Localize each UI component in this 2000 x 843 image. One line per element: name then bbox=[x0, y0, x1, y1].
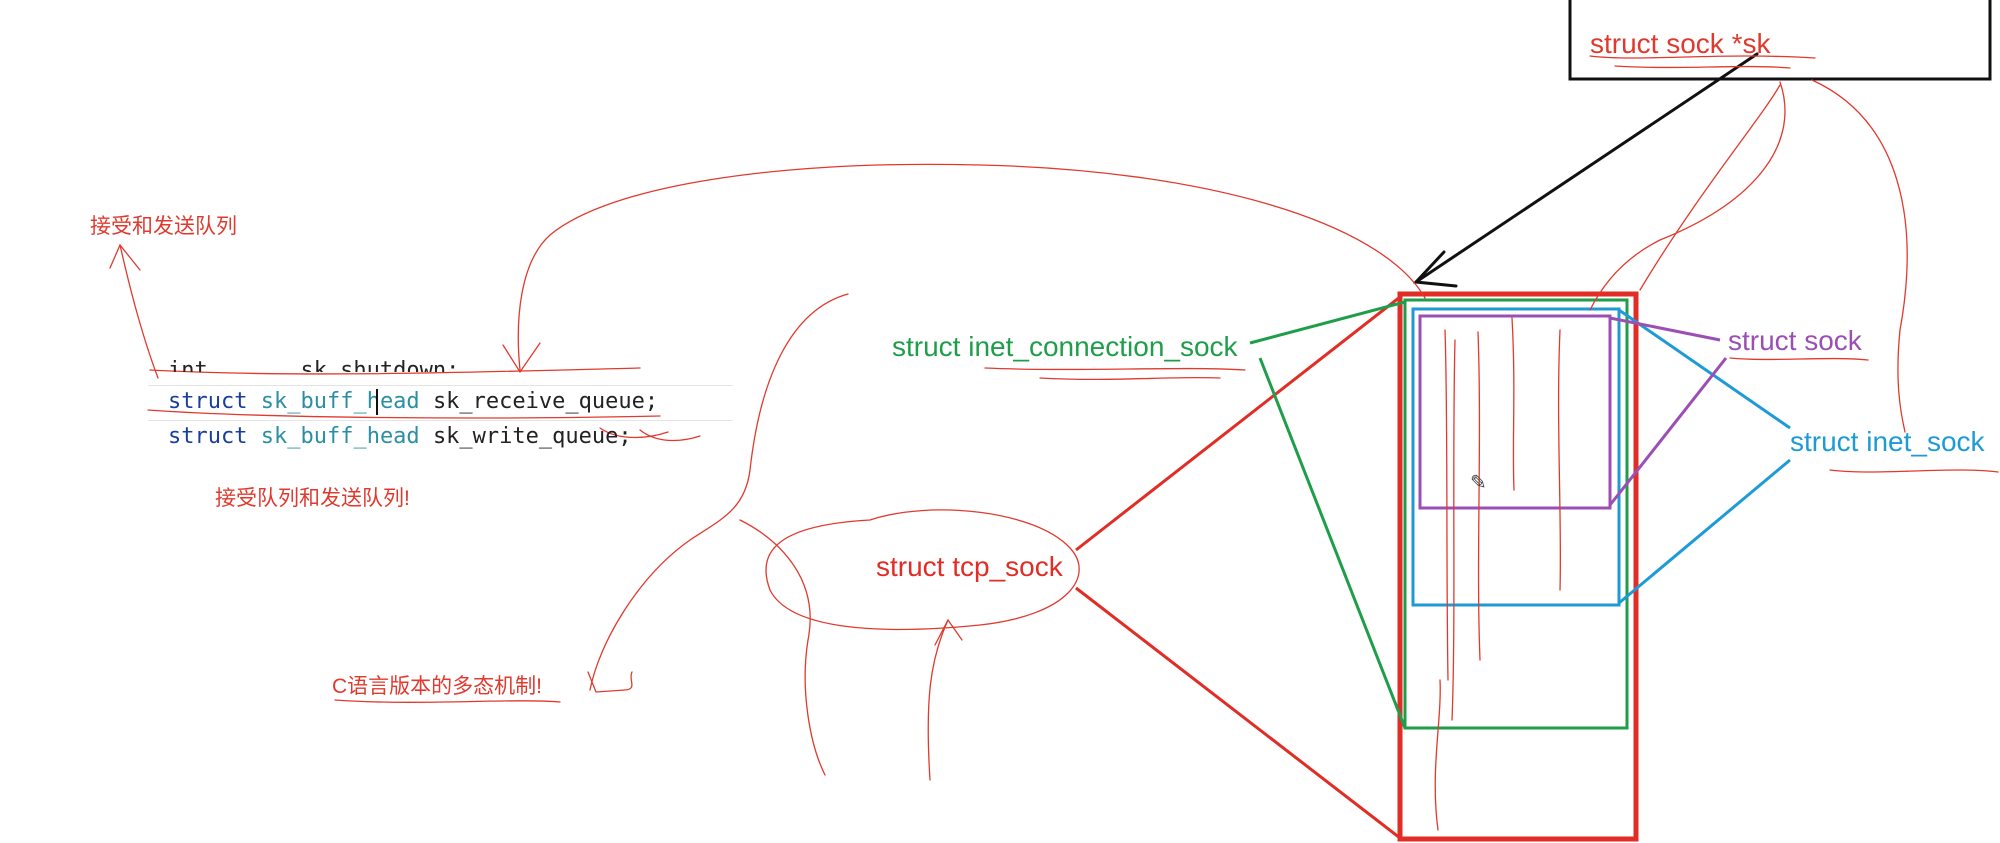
code-line-partial: int sk_shutdown; bbox=[168, 358, 460, 372]
polymorphism-note: C语言版本的多态机制! bbox=[332, 675, 542, 698]
queues-heading: 接受和发送队列 bbox=[90, 215, 237, 238]
text-cursor bbox=[376, 389, 378, 415]
code-type: sk_buff_head bbox=[260, 424, 420, 449]
tcp-sock-box bbox=[1397, 291, 1639, 842]
code-keyword: struct bbox=[168, 389, 248, 414]
inet-sock-box bbox=[1411, 307, 1621, 607]
code-line-separator bbox=[148, 385, 733, 386]
sock-label: struct sock bbox=[1728, 325, 1862, 356]
sock-pointer-label: struct sock *sk bbox=[1590, 28, 1771, 59]
queues-note: 接受队列和发送队列! bbox=[215, 487, 410, 510]
code-keyword: struct bbox=[168, 424, 248, 449]
code-member: sk_write_queue; bbox=[432, 424, 632, 449]
code-line-separator bbox=[148, 420, 733, 421]
tcp-sock-label: struct tcp_sock bbox=[876, 551, 1063, 582]
inet-connection-sock-label: struct inet_connection_sock bbox=[892, 331, 1238, 362]
inet-sock-label: struct inet_sock bbox=[1790, 426, 1985, 457]
code-line-write-queue: struct sk_buff_head sk_write_queue; bbox=[168, 424, 632, 449]
inet-connection-sock-box bbox=[1403, 298, 1629, 730]
pointer-arrow bbox=[1412, 52, 1759, 288]
inet-connection-sock-connectors bbox=[1249, 300, 1407, 729]
sock-box bbox=[1418, 314, 1612, 510]
code-type: sk_buff_head bbox=[260, 389, 420, 414]
code-member: sk_receive_queue; bbox=[432, 389, 659, 414]
tcp-sock-connectors bbox=[1075, 295, 1401, 840]
pencil-cursor-icon: ✎ bbox=[1470, 472, 1487, 494]
handwritten-strokes bbox=[109, 55, 1999, 831]
code-line-receive-queue: struct sk_buff_head sk_receive_queue; bbox=[168, 389, 658, 414]
inet-sock-connectors bbox=[1618, 308, 1791, 605]
sock-pointer-box bbox=[1568, 0, 1992, 81]
sock-connectors bbox=[1608, 316, 1728, 506]
